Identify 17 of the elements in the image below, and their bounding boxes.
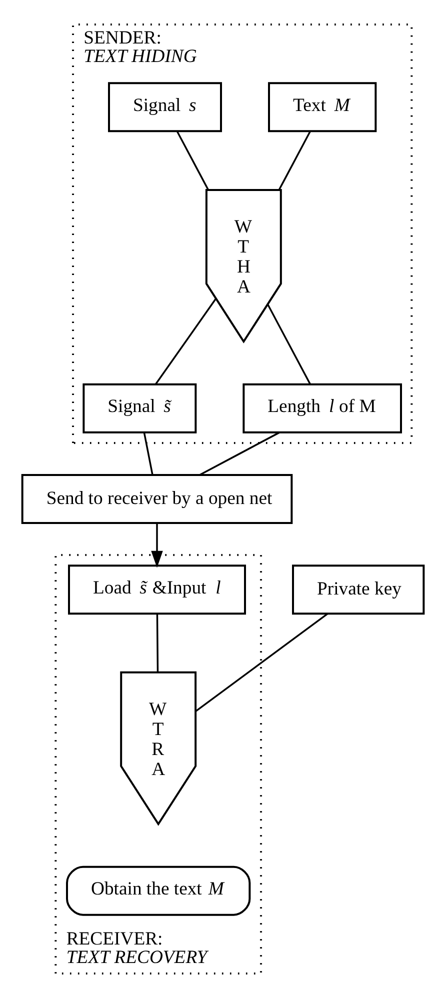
- connector: [266, 304, 311, 384]
- node-box: Private key: [292, 564, 425, 615]
- connector: [154, 298, 216, 385]
- node-box: Obtain the text M: [66, 866, 251, 916]
- node-box: Load s̃ &Input l: [68, 564, 246, 615]
- node-box: Length l of M: [242, 383, 402, 434]
- arrow: [151, 523, 163, 568]
- connector: [199, 432, 280, 476]
- node-box: Text M: [268, 82, 377, 132]
- connector: [195, 613, 328, 712]
- node-box: Send to receiver by a open net: [21, 474, 293, 524]
- connector: [278, 131, 311, 190]
- connector: [143, 432, 154, 475]
- node-box: Signal s: [108, 82, 222, 132]
- node-box: Signal s̃: [82, 383, 197, 434]
- connector: [176, 131, 209, 190]
- connector: [156, 614, 159, 672]
